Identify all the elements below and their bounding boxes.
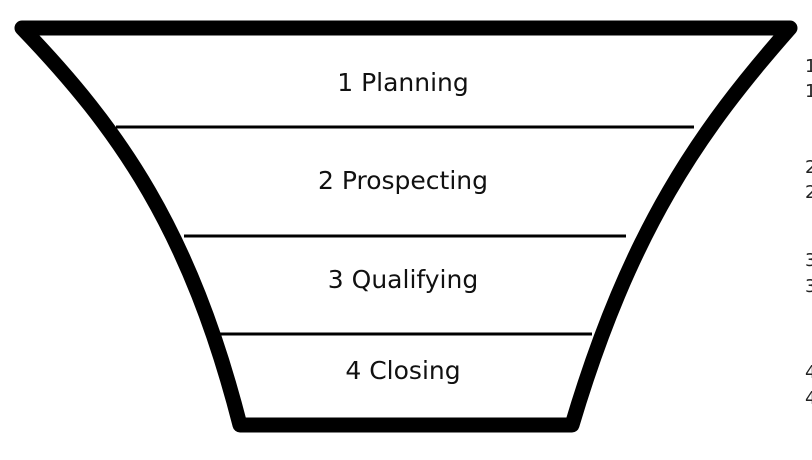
cropped-edge-text: 2 <box>805 182 812 203</box>
stage-label-prospecting: 2 Prospecting <box>318 166 488 195</box>
stage-label-closing: 4 Closing <box>345 356 460 385</box>
cropped-edge-text: 1 <box>805 81 812 102</box>
stage-label-planning: 1 Planning <box>337 68 469 97</box>
cropped-edge-text: 3 <box>805 250 812 271</box>
cropped-edge-text: 4 <box>805 362 812 383</box>
stage-label-qualifying: 3 Qualifying <box>328 265 478 294</box>
cropped-edge-text: 1 <box>805 56 812 77</box>
cropped-edge-text: 2 <box>805 157 812 178</box>
cropped-edge-text: 3 <box>805 276 812 297</box>
cropped-edge-text: 4 <box>805 388 812 409</box>
